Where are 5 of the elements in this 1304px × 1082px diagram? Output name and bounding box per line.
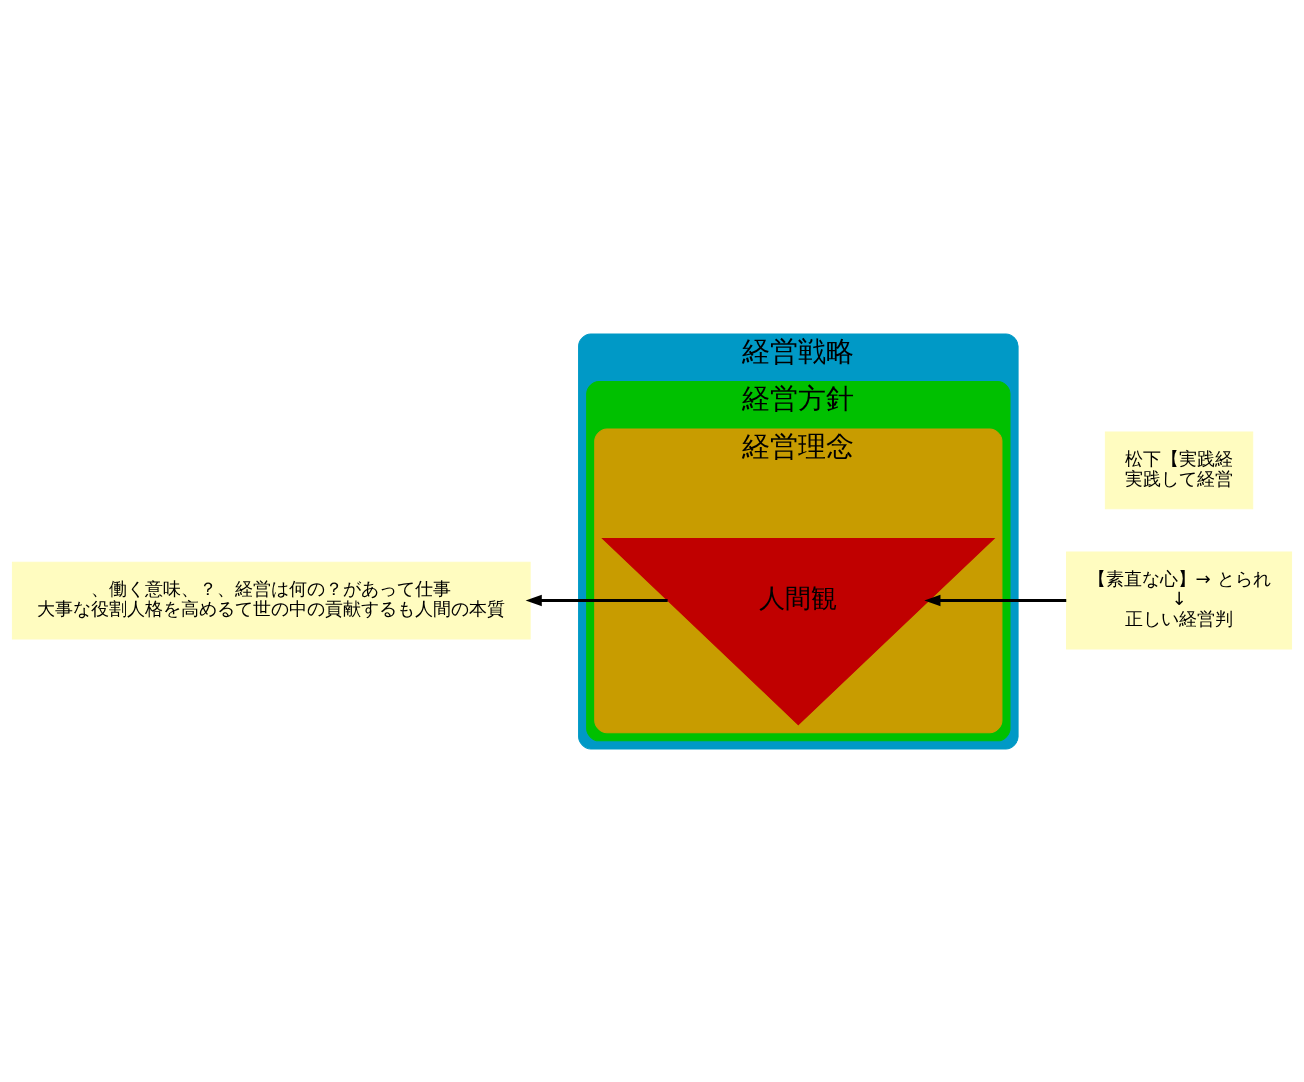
node-box: 松下【実践経 実践して経営	[1104, 431, 1254, 509]
node-box: 【素直な心】→ とられ ↓ 正しい経営判	[1066, 551, 1293, 649]
arrow	[924, 594, 1067, 606]
node-box: 、働く意味、？、経営は何の？があって仕事 大事な役割人格を高めるて世の中の貢献するも人間の本質	[11, 561, 531, 639]
arrow	[525, 594, 668, 606]
